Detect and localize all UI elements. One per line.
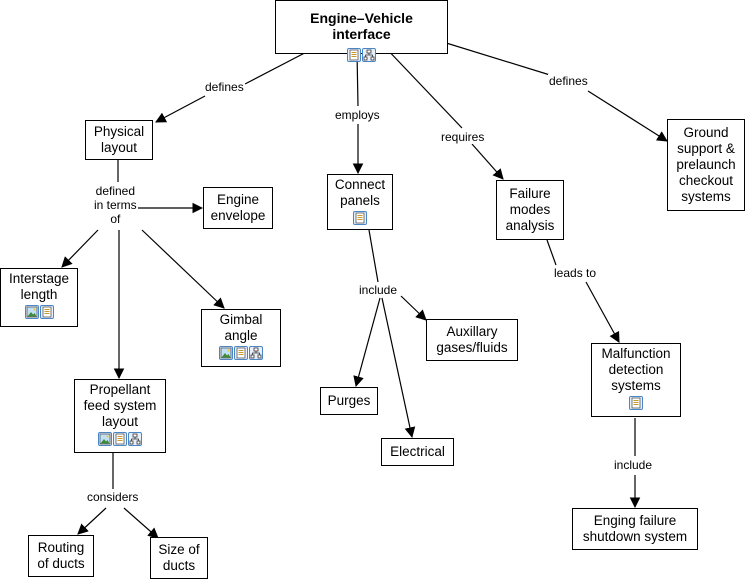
concept-label: Engine–Vehicle interface	[310, 10, 413, 42]
concept-engine-failure-shutdown-system[interactable]: Enging failure shutdown system	[572, 508, 698, 550]
concept-label: Interstage length	[8, 271, 70, 302]
concept-label: Propellant feed system layout	[83, 382, 157, 429]
document-icon[interactable]	[629, 396, 643, 410]
concept-physical-layout[interactable]: Physical layout	[85, 120, 153, 160]
link-defines-physical: defines	[204, 80, 245, 94]
concept-label: Enging failure shutdown system	[582, 513, 688, 544]
image-icon[interactable]	[24, 305, 39, 319]
concept-label: Engine envelope	[210, 192, 266, 223]
link-include-malfunction: include	[613, 458, 654, 472]
document-icon[interactable]	[39, 305, 54, 319]
link-requires: requires	[440, 130, 486, 144]
concept-routing-of-ducts[interactable]: Routing of ducts	[28, 535, 94, 577]
link-defined-in-terms-of: defined in terms of	[93, 184, 138, 226]
resource-icons	[24, 305, 54, 319]
concept-label: Purges	[327, 393, 371, 408]
link-considers: considers	[86, 490, 140, 504]
concept-label: Routing of ducts	[37, 540, 85, 571]
link-include-panels: include	[358, 283, 399, 297]
concept-purges[interactable]: Purges	[320, 387, 378, 415]
resource-icons	[629, 396, 643, 410]
concept-label: Size of ducts	[158, 542, 200, 573]
concept-malfunction-detection-systems[interactable]: Malfunction detection systems	[591, 343, 681, 417]
document-icon[interactable]	[113, 432, 127, 446]
link-leads-to: leads to	[553, 266, 598, 280]
resource-icons	[98, 432, 142, 446]
concept-label: Physical layout	[93, 124, 145, 155]
concept-propellant-feed-system-layout[interactable]: Propellant feed system layout	[74, 379, 166, 453]
concept-label: Failure modes analysis	[505, 186, 555, 233]
concept-gimbal-angle[interactable]: Gimbal angle	[201, 309, 281, 367]
concept-connect-panels[interactable]: Connect panels	[327, 174, 393, 230]
link-employs: employs	[334, 108, 381, 122]
document-icon[interactable]	[234, 346, 248, 360]
link-defines-ground: defines	[548, 74, 589, 88]
document-icon[interactable]	[353, 211, 367, 225]
concept-electrical[interactable]: Electrical	[381, 438, 454, 466]
image-icon[interactable]	[219, 346, 233, 360]
concept-engine-vehicle-interface[interactable]: Engine–Vehicle interface	[275, 0, 448, 62]
resource-icons	[219, 346, 263, 360]
concept-interstage-length[interactable]: Interstage length	[0, 268, 78, 327]
concept-label: Ground support & prelaunch checkout syst…	[676, 125, 736, 204]
concept-label: Gimbal angle	[219, 312, 263, 343]
concept-auxillary-gases-fluids[interactable]: Auxillary gases/fluids	[426, 319, 518, 361]
concept-label: Auxillary gases/fluids	[436, 324, 508, 355]
image-icon[interactable]	[98, 432, 112, 446]
concept-label: Electrical	[390, 444, 445, 459]
concept-label: Malfunction detection systems	[601, 346, 671, 393]
concept-failure-modes-analysis[interactable]: Failure modes analysis	[496, 180, 564, 240]
concept-size-of-ducts[interactable]: Size of ducts	[150, 537, 208, 579]
concept-ground-support[interactable]: Ground support & prelaunch checkout syst…	[667, 119, 745, 211]
concept-map-icon[interactable]	[362, 48, 376, 62]
concept-map-icon[interactable]	[128, 432, 142, 446]
resource-icons	[347, 48, 376, 62]
resource-icons	[353, 211, 367, 225]
concept-label: Connect panels	[334, 177, 386, 208]
document-icon[interactable]	[347, 48, 361, 62]
concept-engine-envelope[interactable]: Engine envelope	[203, 187, 273, 229]
concept-map-icon[interactable]	[249, 346, 263, 360]
